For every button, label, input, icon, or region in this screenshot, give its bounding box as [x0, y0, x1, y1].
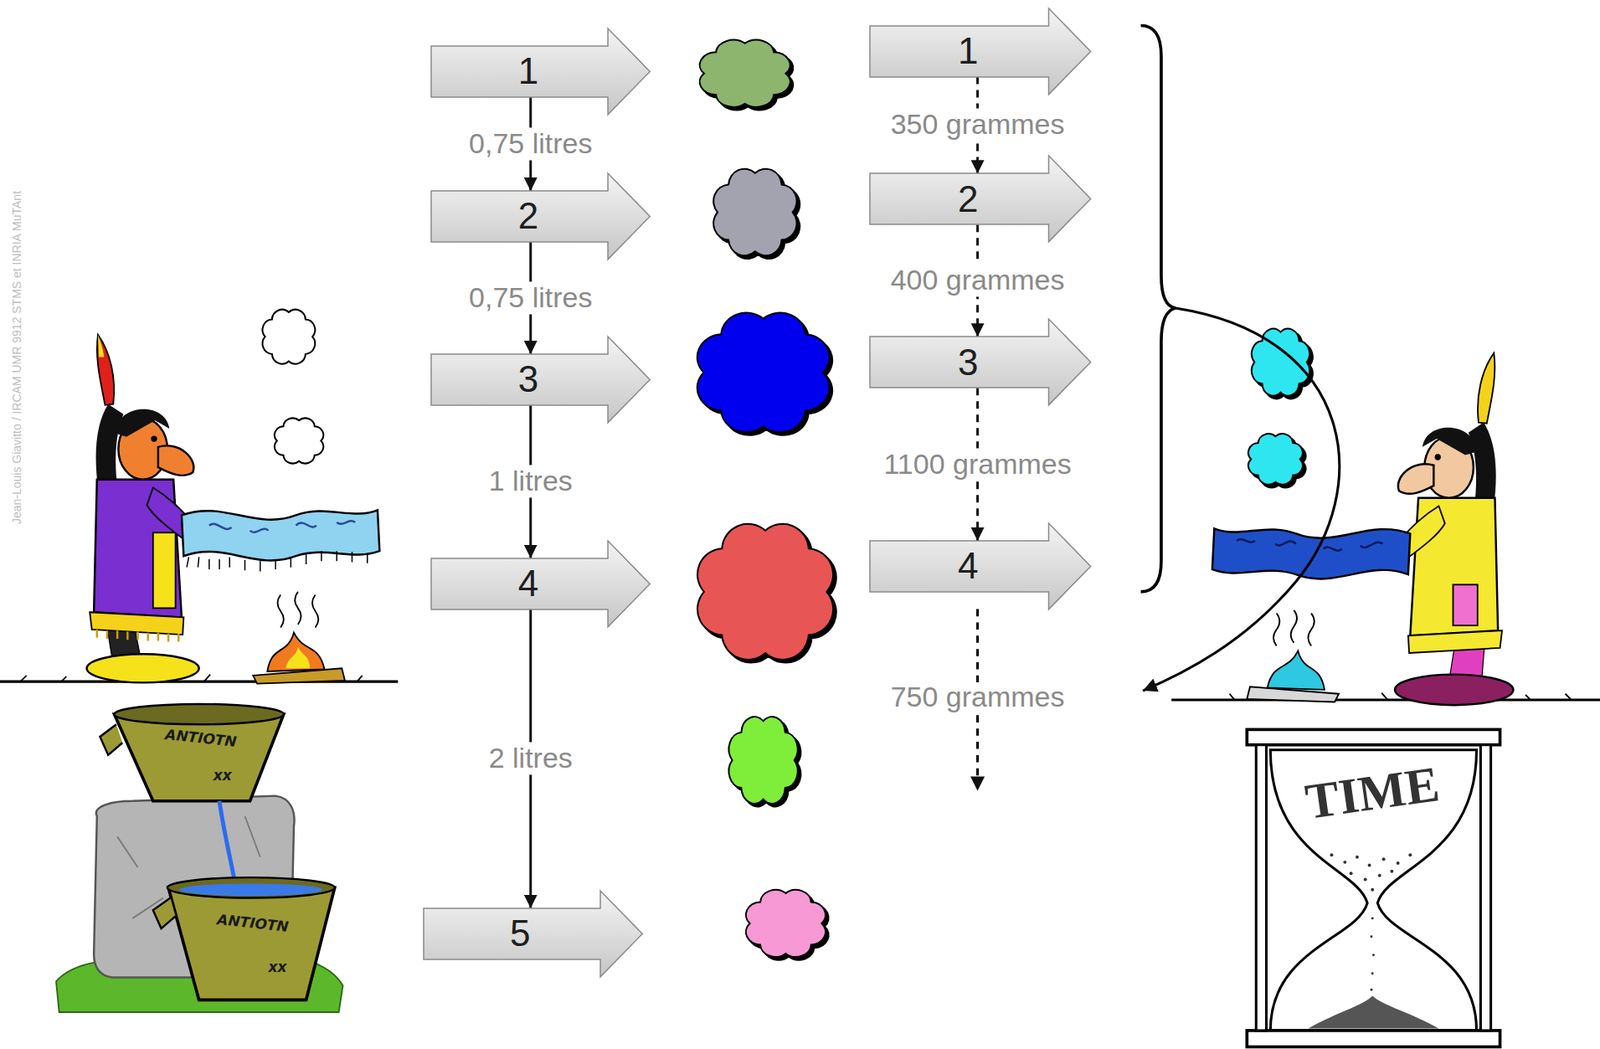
- process-arrow: 1: [430, 27, 651, 116]
- cloud: [262, 309, 316, 365]
- cloud: [1248, 433, 1303, 485]
- process-arrow: 2: [430, 172, 651, 261]
- arrow-shape: [430, 172, 651, 261]
- quantity-label: 750 grammes: [887, 682, 1069, 711]
- step-number: 2: [518, 197, 539, 235]
- quantity-label: 400 grammes: [887, 264, 1069, 298]
- cloud: [745, 890, 826, 957]
- arrow-shape: [422, 890, 644, 978]
- process-arrow: 1: [869, 7, 1092, 96]
- curly-brace: [1141, 25, 1176, 592]
- arrow-outline: [431, 336, 650, 423]
- cloud: [729, 716, 798, 804]
- bucket-inscription: xx: [213, 768, 232, 783]
- process-arrow: 2: [869, 154, 1092, 243]
- step-number: 3: [518, 360, 539, 398]
- step-number: 3: [957, 344, 978, 381]
- quantity-label: 1 litres: [485, 465, 577, 499]
- cloud: [713, 169, 797, 257]
- arrow-shape: [430, 335, 651, 424]
- cloud: [699, 40, 791, 108]
- arrow-shape: [869, 522, 1092, 611]
- arrow-outline: [431, 28, 650, 115]
- quantity-label: 0,75 litres: [465, 127, 596, 160]
- process-arrow: 5: [422, 890, 644, 978]
- buckets: [56, 704, 343, 1013]
- process-arrow: 3: [869, 318, 1092, 407]
- watermark: Jean-Louis Giavitto / IRCAM UMR 9912 STM…: [10, 190, 23, 525]
- cloud: [1251, 329, 1310, 397]
- arrow-outline: [869, 8, 1091, 95]
- arrow-outline: [869, 318, 1091, 406]
- hourglass: [1246, 729, 1500, 1047]
- arrow-shape: [430, 540, 651, 628]
- arrow-outline: [869, 155, 1091, 242]
- right-character: [1171, 353, 1600, 705]
- arrow-outline: [423, 890, 643, 978]
- step-number: 1: [957, 32, 978, 70]
- cloud-group: [262, 40, 1313, 961]
- curved-arrow: [1142, 308, 1340, 691]
- bucket-inscription: xx: [268, 960, 288, 975]
- arrow-shape: [430, 27, 651, 116]
- cloud: [697, 524, 834, 660]
- step-number: 4: [957, 547, 978, 585]
- arrow-shape: [869, 318, 1092, 407]
- process-arrow: 4: [430, 540, 651, 628]
- left-character: [0, 334, 398, 685]
- cloud: [697, 313, 830, 433]
- cloud: [274, 417, 324, 464]
- step-number: 4: [518, 565, 539, 602]
- arrow-outline: [431, 540, 650, 628]
- process-arrow: 3: [430, 335, 651, 424]
- quantity-label: 0,75 litres: [465, 281, 596, 314]
- quantity-label: 350 grammes: [887, 108, 1069, 142]
- process-arrow: 4: [869, 522, 1092, 611]
- step-number: 2: [957, 180, 978, 218]
- step-number: 5: [509, 915, 530, 952]
- arrow-outline: [431, 173, 650, 260]
- arrow-outline: [869, 523, 1091, 610]
- arrow-shape: [869, 154, 1092, 243]
- step-number: 1: [518, 52, 539, 90]
- quantity-label: 1100 grammes: [879, 447, 1075, 481]
- quantity-label: 2 litres: [485, 742, 577, 776]
- arrow-shape: [869, 7, 1092, 96]
